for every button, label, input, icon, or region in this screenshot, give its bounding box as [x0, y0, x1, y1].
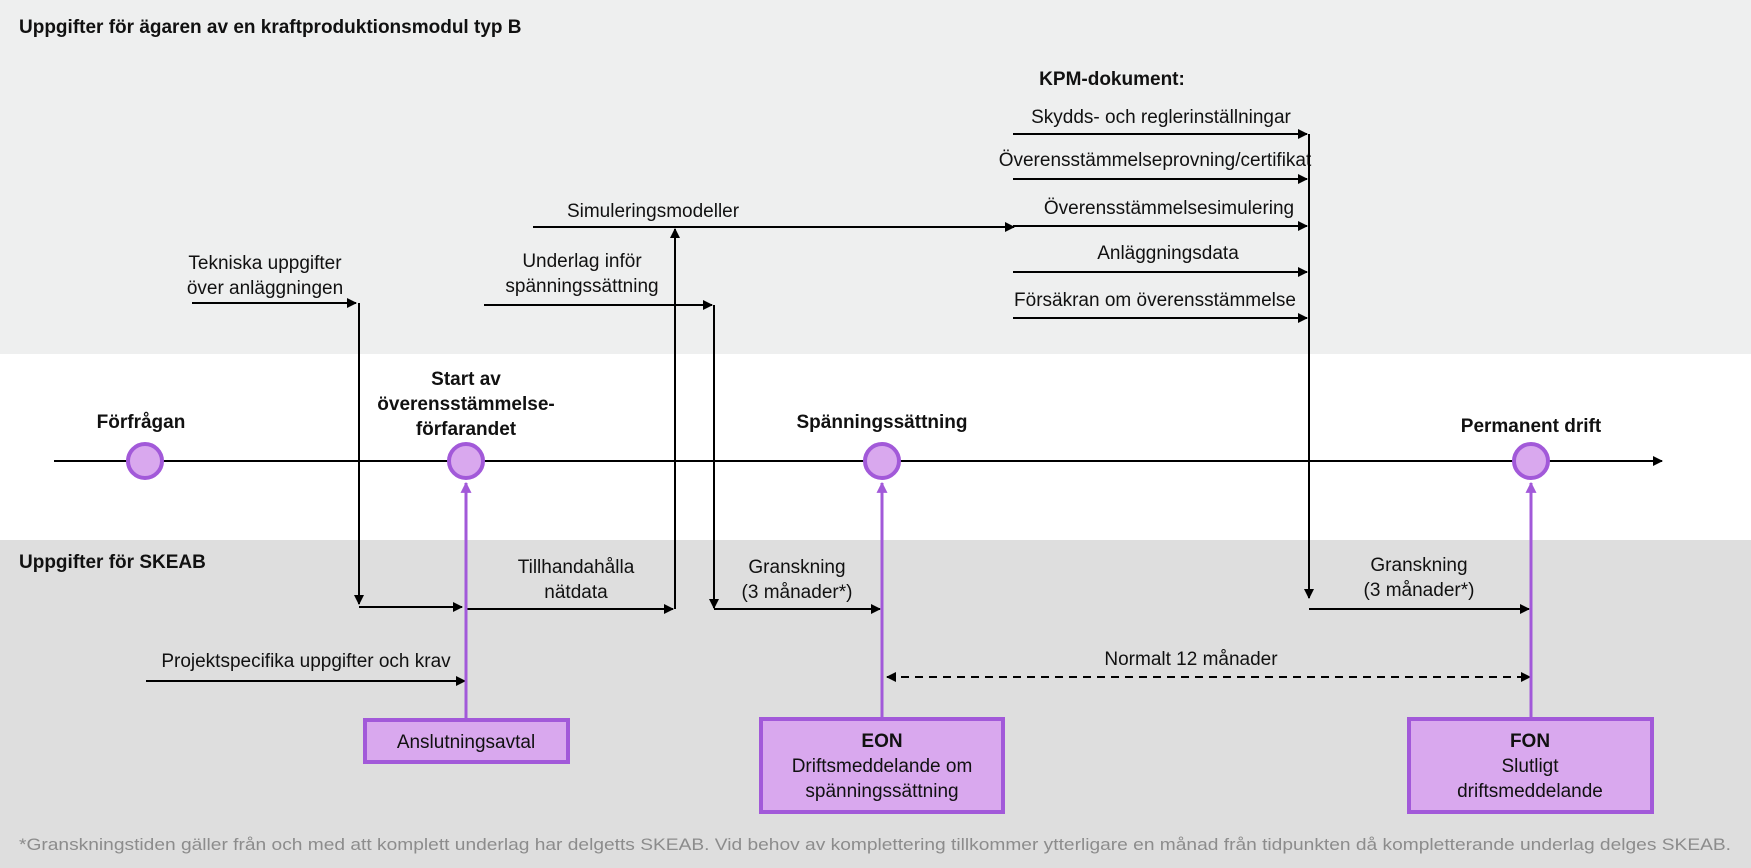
kpm-item: Överensstämmelseprovning/certifikat — [999, 150, 1312, 171]
kpm-item: Anläggningsdata — [1097, 243, 1239, 264]
kpm-item: Försäkran om överensstämmelse — [1014, 290, 1296, 311]
milestone-label-forfragan: Förfrågan — [97, 412, 186, 433]
milestone-start — [447, 442, 485, 480]
granskning1-label: Granskning — [748, 557, 845, 578]
fon-label: driftsmeddelande — [1457, 781, 1603, 802]
fon-label: Slutligt — [1501, 756, 1559, 777]
granskning2-label: (3 månader*) — [1364, 580, 1475, 601]
natdata-label: Tillhandahålla — [518, 557, 635, 578]
fon-box — [1407, 717, 1654, 814]
milestone-label-start: förfarandet — [416, 419, 517, 440]
footnote: *Granskningstiden gäller från och med at… — [19, 835, 1731, 854]
anslutningsavtal-box — [363, 718, 570, 764]
underlag-label: spänningssättning — [505, 276, 658, 297]
kpm-item: Överensstämmelsesimulering — [1044, 198, 1294, 219]
milestone-label-start: överensstämmelse- — [377, 394, 554, 415]
skeab-section-title: Uppgifter för SKEAB — [19, 552, 206, 573]
fon-label: FON — [1510, 731, 1550, 752]
eon-box — [759, 717, 1005, 814]
eon-label: EON — [861, 731, 902, 752]
milestone-label-spanning: Spänningssättning — [797, 412, 968, 433]
granskning1-label: (3 månader*) — [742, 582, 853, 603]
tekniska-label: över anläggningen — [187, 278, 343, 299]
simulering-label: Simuleringsmodeller — [567, 201, 740, 222]
eon-label: spänningssättning — [805, 781, 958, 802]
milestone-permanent — [1512, 442, 1550, 480]
granskning2-label: Granskning — [1370, 555, 1467, 576]
milestone-spanning — [863, 442, 901, 480]
eon-label: Driftsmeddelande om — [792, 756, 973, 777]
milestone-label-start: Start av — [431, 369, 501, 390]
underlag-label: Underlag inför — [522, 251, 642, 272]
projekt-label: Projektspecifika uppgifter och krav — [161, 651, 451, 672]
milestone-label-permanent: Permanent drift — [1461, 416, 1602, 437]
natdata-label: nätdata — [544, 582, 608, 603]
skeab-band — [0, 540, 1751, 868]
anslutningsavtal-label: Anslutningsavtal — [397, 732, 535, 753]
owner-section-title: Uppgifter för ägaren av en kraftprodukti… — [19, 17, 522, 38]
kpm-heading: KPM-dokument: — [1039, 69, 1185, 90]
milestone-forfragan — [126, 442, 164, 480]
owner-band — [0, 0, 1751, 354]
normalt-label: Normalt 12 månader — [1104, 649, 1278, 670]
tekniska-label: Tekniska uppgifter — [188, 253, 342, 274]
kpm-item: Skydds- och reglerinställningar — [1031, 107, 1291, 128]
